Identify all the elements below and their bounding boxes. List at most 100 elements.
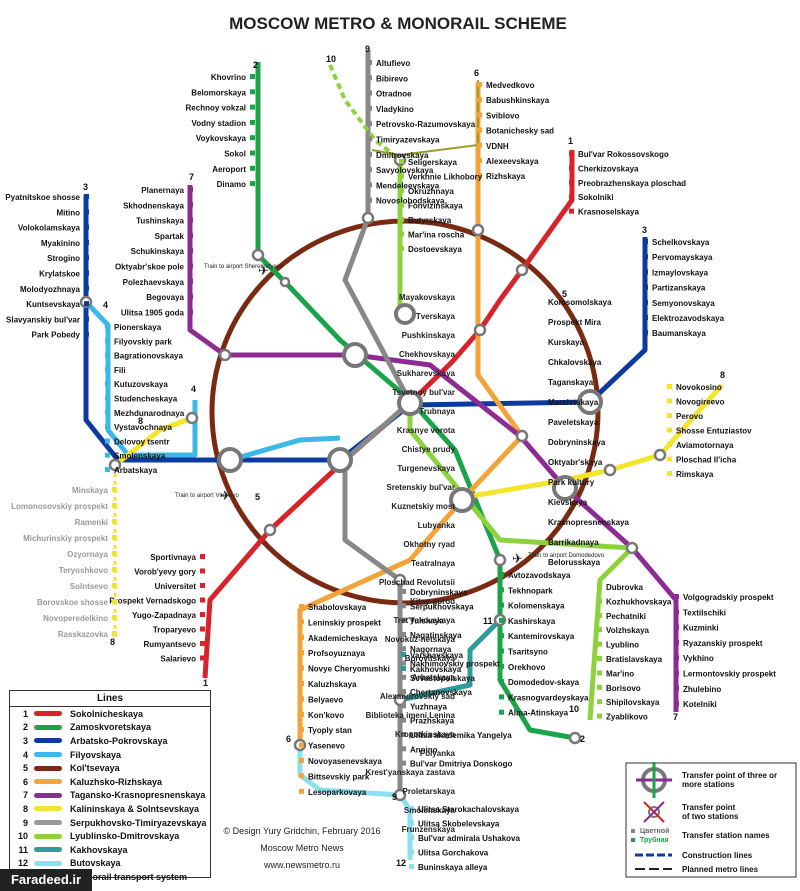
station-label[interactable]: Chekhovskaya — [399, 350, 456, 359]
station-label[interactable]: Schelkovskaya — [652, 238, 710, 247]
station-label[interactable]: Minskaya — [72, 486, 109, 495]
station-label[interactable]: Polezhaevskaya — [123, 278, 185, 287]
station-label[interactable]: Kashirskaya — [508, 617, 556, 626]
station-label[interactable]: Kotelniki — [683, 700, 717, 709]
station-label[interactable]: Kuznetskiy most — [391, 502, 455, 511]
hub-pushkinskaya[interactable] — [342, 342, 368, 368]
station-label[interactable]: Chertanovskaya — [410, 688, 472, 697]
station-label[interactable]: Krasnoselskaya — [578, 208, 639, 217]
station-label[interactable]: Kuntsevskaya — [26, 300, 80, 309]
station-label[interactable]: Tulskaya — [410, 617, 444, 626]
station-label[interactable]: Prazhskaya — [410, 717, 455, 726]
station-label[interactable]: Kolomenskaya — [508, 602, 565, 611]
station-label[interactable]: Novoslobodskaya — [376, 197, 445, 206]
station-label[interactable]: Oktyabr'skaya — [548, 458, 603, 467]
station-label[interactable]: Dmitrovskaya — [376, 151, 429, 160]
station-label[interactable]: Novokosino — [676, 383, 722, 392]
station-label[interactable]: Myakinino — [41, 239, 80, 248]
station-label[interactable]: Paveletskaya — [548, 418, 599, 427]
station-label[interactable]: Ploschad Revolutsii — [379, 578, 455, 587]
station-label[interactable]: Ozyornaya — [67, 550, 108, 559]
station-label[interactable]: Rimskaya — [676, 470, 714, 479]
hub-kurskaya[interactable] — [577, 389, 603, 415]
station-label[interactable]: Studencheskaya — [114, 395, 178, 404]
station-label[interactable]: VDNH — [486, 142, 509, 151]
station-label[interactable]: Yasenevo — [308, 742, 345, 751]
station-label[interactable]: Vodny stadion — [191, 119, 246, 128]
station-label[interactable]: Ploschad Il'icha — [676, 456, 737, 465]
station-label[interactable]: Frunzenskaya — [402, 825, 456, 834]
station-label[interactable]: Kantemirovskaya — [508, 632, 575, 641]
station-label[interactable]: Mayakovskaya — [399, 293, 456, 302]
station-label[interactable]: Troparyevo — [153, 626, 196, 635]
station-label[interactable]: Voykovskaya — [196, 134, 247, 143]
station-label[interactable]: Buninskaya alleya — [418, 863, 488, 872]
station-label[interactable]: Zyablikovo — [606, 713, 648, 722]
station-label[interactable]: Zhulebino — [683, 685, 721, 694]
station-label[interactable]: Lermontovskiy prospekt — [683, 670, 776, 679]
station-label[interactable]: Rasskazovka — [58, 630, 109, 639]
station-label[interactable]: Dostoevskaya — [408, 245, 462, 254]
station-label[interactable]: Savyolovskaya — [376, 166, 434, 175]
station-label[interactable]: Profsoyuznaya — [308, 649, 365, 658]
hub-tretyakovskaya[interactable] — [449, 487, 475, 513]
station-label[interactable]: Nakhimovskiy prospekt — [410, 660, 500, 669]
station-label[interactable]: Marxistskaya — [548, 398, 599, 407]
station-label[interactable]: Krest'yanskaya zastava — [365, 768, 455, 777]
station-label[interactable]: Dobryninskaya — [548, 438, 606, 447]
station-label[interactable]: Bratislavskaya — [606, 655, 663, 664]
station-label[interactable]: Sevastopolskaya — [410, 674, 475, 683]
station-label[interactable]: Lubyanka — [418, 521, 456, 530]
station-label[interactable]: Sokolniki — [578, 193, 614, 202]
station-label[interactable]: Babushkinskaya — [486, 96, 550, 105]
station-label[interactable]: Skhodnenskaya — [123, 201, 184, 210]
station-label[interactable]: Delovoy tsentr — [114, 437, 170, 446]
station-label[interactable]: Chkalovskaya — [548, 358, 602, 367]
station-label[interactable]: Begovaya — [146, 293, 184, 302]
station-label[interactable]: Salarievo — [160, 655, 196, 664]
station-label[interactable]: Taganskaya — [548, 378, 594, 387]
station-label[interactable]: Yugo-Zapadnaya — [132, 611, 197, 620]
station-label[interactable]: Mitino — [56, 208, 80, 217]
station-label[interactable]: Fili — [114, 366, 126, 375]
station-label[interactable]: Dobryninskaya — [410, 588, 468, 597]
station-label[interactable]: Preobrazhenskaya ploschad — [578, 179, 686, 188]
station-label[interactable]: Okhotny ryad — [403, 540, 455, 549]
station-label[interactable]: Domodedov-skaya — [508, 678, 580, 687]
station-label[interactable]: Ramenki — [75, 518, 108, 527]
station-label[interactable]: Trubnaya — [419, 407, 455, 416]
station-label[interactable]: Vykhino — [683, 654, 714, 663]
station-label[interactable]: Novoperedelkino — [43, 614, 108, 623]
station-label[interactable]: Bittsevskiy park — [308, 772, 370, 781]
station-label[interactable]: Bul'var admirala Ushakova — [418, 834, 521, 843]
station-label[interactable]: Tsvetnoy bul'var — [392, 388, 455, 397]
station-label[interactable]: Kozhukhovskaya — [606, 597, 672, 606]
station-label[interactable]: Tsaritsyno — [508, 648, 548, 657]
station-label[interactable]: Pechatniki — [606, 612, 646, 621]
station-label[interactable]: Chistye prudy — [402, 445, 456, 454]
station-label[interactable]: Rumyantsevo — [144, 640, 197, 649]
station-label[interactable]: Khovrino — [211, 73, 246, 82]
station-label[interactable]: Nagornaya — [410, 645, 452, 654]
station-label[interactable]: Krasnye vorota — [397, 426, 456, 435]
station-label[interactable]: Solntsevo — [70, 582, 108, 591]
station-label[interactable]: Orekhovo — [508, 663, 545, 672]
station-label[interactable]: Fonvizinskaya — [408, 202, 463, 211]
station-label[interactable]: Filyovskiy park — [114, 337, 172, 346]
station-label[interactable]: Biblioteka imeni Lenina — [366, 711, 456, 720]
station-label[interactable]: Altufievo — [376, 59, 410, 68]
station-label[interactable]: Borovitskaya — [405, 654, 456, 663]
station-label[interactable]: Volzhskaya — [606, 626, 650, 635]
station-label[interactable]: Alexeevskaya — [486, 157, 539, 166]
station-label[interactable]: Borovskoe shosse — [37, 598, 109, 607]
station-label[interactable]: Serpukhovskaya — [410, 602, 474, 611]
station-label[interactable]: Kurskaya — [548, 338, 585, 347]
station-label[interactable]: Akademicheskaya — [308, 634, 378, 643]
station-label[interactable]: Novokuz-netskaya — [385, 635, 456, 644]
station-label[interactable]: Smolenskaya — [404, 806, 456, 815]
station-label[interactable]: Tyoply stan — [308, 726, 352, 735]
station-label[interactable]: Textilschiki — [683, 608, 726, 617]
station-label[interactable]: Verkhnie Likhobory — [408, 173, 483, 182]
station-label[interactable]: Kon'kovo — [308, 711, 344, 720]
station-label[interactable]: Krasnopresnenskaya — [548, 518, 629, 527]
